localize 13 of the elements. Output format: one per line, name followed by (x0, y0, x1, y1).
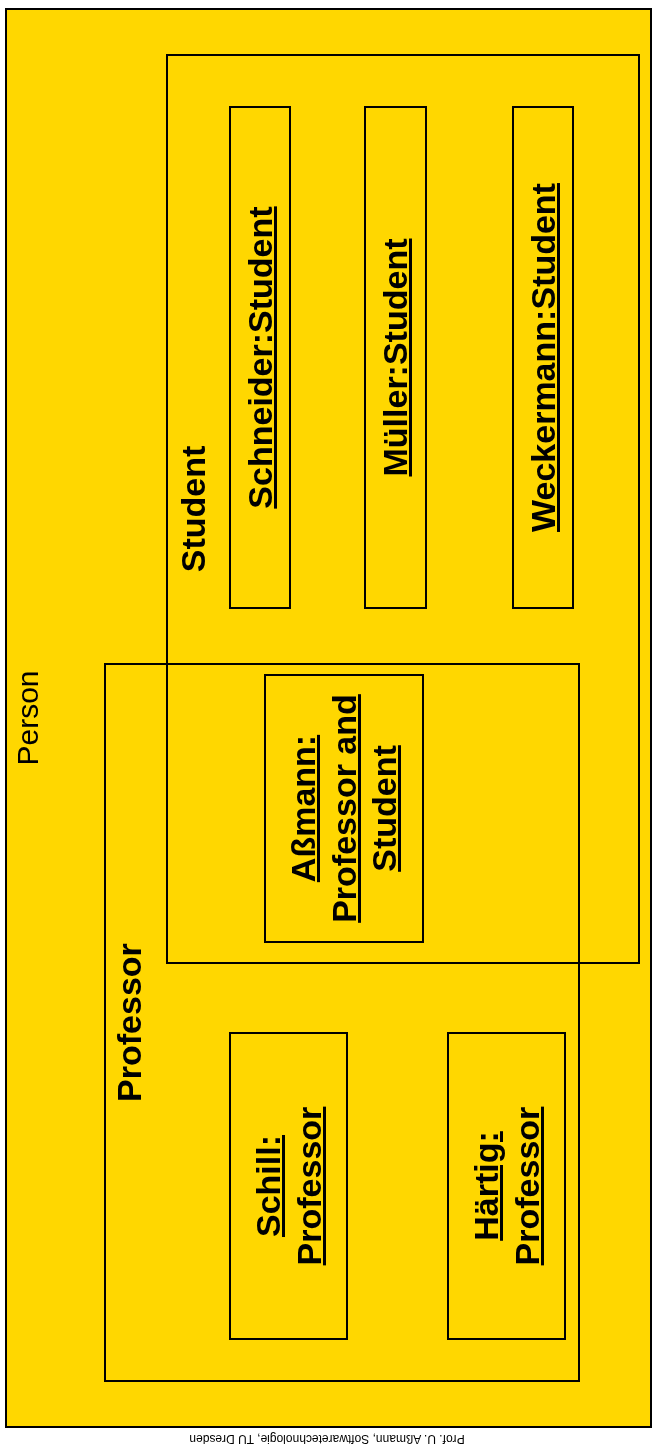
set-title: Person (11, 670, 45, 766)
object-box: Aßmann: Professor and Student (264, 674, 424, 943)
set-box (104, 663, 580, 1382)
set-title: Student (174, 445, 213, 573)
set-box (166, 54, 640, 964)
footer-text: Prof. U. Aßmann, Softwaretechnologie, TU Dresden (189, 1432, 465, 1446)
object-box: Weckermann:Student (512, 106, 574, 609)
set-title: Professor (110, 943, 149, 1102)
object-box: Schill: Professor (229, 1032, 348, 1340)
object-box: Härtig: Professor (447, 1032, 566, 1340)
set-box (5, 8, 652, 1428)
object-box: Müller:Student (364, 106, 427, 609)
object-box: Schneider:Student (229, 106, 291, 609)
